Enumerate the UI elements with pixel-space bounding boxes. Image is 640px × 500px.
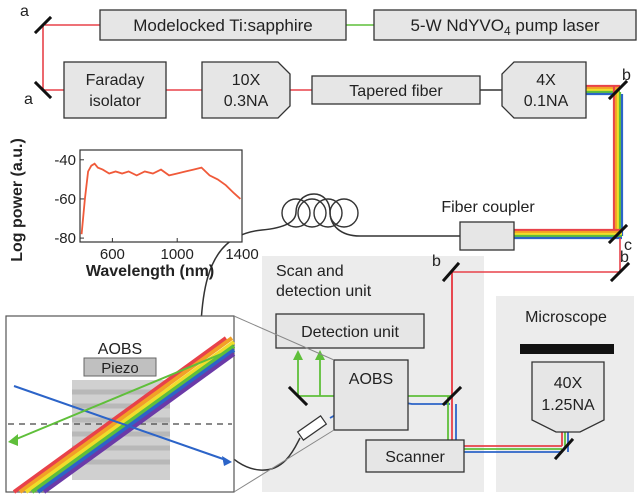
chart-ylabel: Log power (a.u.) (9, 138, 26, 262)
pump-label: 5-W NdYVO4 pump laser (410, 16, 599, 38)
mirror-scan-dichroic-left (287, 385, 309, 407)
mirror-label-b-mid-right: b (620, 249, 629, 266)
detection-unit-box (275, 313, 425, 349)
tapered-fiber-label: Tapered fiber (349, 83, 443, 100)
faraday-label-line2: isolator (89, 93, 141, 110)
x-tick-label: 600 (100, 246, 125, 263)
obj10x-label-line2: 0.3NA (224, 93, 269, 110)
mirror-label-b-top: b (622, 67, 631, 84)
objective-4x-box (501, 61, 587, 119)
obj4x-label-line2: 0.1NA (524, 93, 569, 110)
pump-laser-box (373, 9, 637, 41)
x-tick-label: 1000 (161, 246, 194, 263)
obj40x-label-line1: 40X (554, 375, 583, 392)
delivery-fiber (199, 193, 460, 471)
detection-arrow-right (315, 350, 325, 360)
mirror-label-c: c (624, 237, 632, 254)
aobs-label: AOBS (349, 371, 393, 388)
y-tick-label: -40 (54, 152, 76, 169)
mirror-scanner-out (553, 437, 575, 461)
y-tick-label: -80 (54, 230, 76, 247)
mirror-b-mid-right (609, 261, 631, 283)
faraday-isolator-box (63, 61, 167, 119)
mirror-label-a-bottom: a (24, 91, 33, 108)
scanner-box (365, 439, 465, 473)
microscope-label: Microscope (525, 309, 607, 326)
fiber-coupler-label: Fiber coupler (441, 199, 535, 216)
inset-piezo-label: Piezo (101, 360, 139, 377)
mirror-label-a-top: a (20, 3, 29, 20)
rainbow-beam-upper (514, 84, 624, 240)
fiber-collimator (296, 415, 328, 441)
y-ticks: -40 -60 -80 (54, 152, 84, 247)
aobs-box (333, 359, 409, 431)
detection-arrow-left (293, 350, 303, 360)
mirror-a-top (33, 15, 53, 35)
tapered-fiber-box (311, 75, 481, 105)
detection-unit-label: Detection unit (301, 324, 399, 341)
mirror-b-mid-left (441, 261, 461, 283)
scan-unit-label-line1: Scan and (276, 263, 344, 280)
y-tick-label: -60 (54, 191, 76, 208)
chart-xlabel: Wavelength (nm) (86, 263, 214, 280)
obj40x-label-line2: 1.25NA (541, 397, 595, 414)
fiber-coupler-box (459, 221, 515, 251)
inset-aobs-label: AOBS (98, 341, 142, 358)
mirror-b-top (607, 79, 629, 101)
objective-10x-box (201, 61, 291, 119)
x-tick-label: 1400 (225, 246, 258, 263)
obj4x-label-line1: 4X (536, 72, 556, 89)
objective-40x-box (531, 361, 605, 433)
spectrum-chart: 600 1000 1400 -40 -60 -80 Wavelength (nm) Lo… (9, 138, 259, 280)
mirror-c (607, 223, 629, 245)
mirror-scan-dichroic-right (441, 385, 463, 407)
aobs-inset (5, 315, 335, 494)
microscope-stage (520, 344, 614, 354)
faraday-label-line1: Faraday (86, 72, 145, 89)
fiber-coil (281, 198, 359, 228)
chart-frame (79, 149, 243, 243)
x-ticks: 600 1000 1400 (100, 238, 259, 263)
mirror-label-b-mid-left: b (432, 253, 441, 270)
obj10x-label-line1: 10X (232, 72, 261, 89)
modelocked-laser-box (99, 9, 347, 41)
mirror-a-bottom (33, 80, 53, 100)
scan-unit-label-line2: detection unit (276, 283, 372, 300)
spectrum-series-line (80, 162, 241, 235)
modelocked-label: Modelocked Ti:sapphire (133, 16, 313, 35)
scanner-label: Scanner (385, 449, 445, 466)
